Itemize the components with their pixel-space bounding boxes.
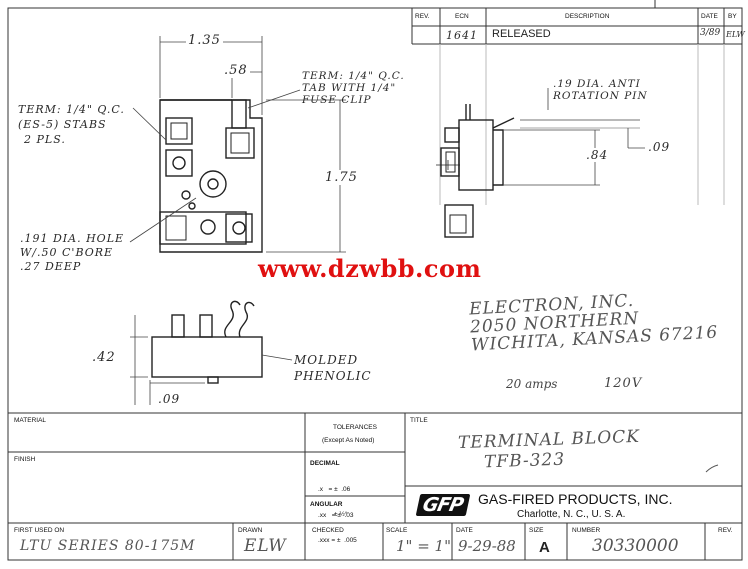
company-logo: GFP xyxy=(415,494,470,516)
top-view-outline xyxy=(159,99,263,253)
note-term-qc-tabs: TERM: 1/4" Q.C. (ES-5) STABS 2 PLS. xyxy=(18,103,125,146)
finish-label: FINISH xyxy=(14,456,36,463)
by-value: ELW xyxy=(726,30,745,39)
tolerances-label: TOLERANCES xyxy=(333,424,377,431)
dim-height: 1.75 xyxy=(323,170,360,185)
decimal-label: DECIMAL xyxy=(310,460,340,467)
rev-label-title: REV. xyxy=(718,527,733,534)
ecn-value: 1641 xyxy=(446,29,478,42)
dim-base-foot: .09 xyxy=(158,392,181,406)
front-view-dims xyxy=(130,315,293,405)
scale-value: 1" = 1" xyxy=(396,537,451,555)
note-pin: .19 DIA. ANTI ROTATION PIN xyxy=(553,78,648,102)
date-value-title: 9-29-88 xyxy=(458,537,516,555)
company-name: GAS-FIRED PRODUCTS, INC. xyxy=(478,491,673,507)
tolerances-sub: (Except As Noted) xyxy=(322,437,375,444)
rating-volts: 120V xyxy=(604,376,643,391)
rating-amps: 20 amps xyxy=(506,377,558,391)
dim-offset: .58 xyxy=(222,63,250,78)
size-label: SIZE xyxy=(529,527,544,534)
description-value: RELEASED xyxy=(492,28,551,40)
date-label: DATE xyxy=(456,527,473,534)
date-value: 3/89 xyxy=(700,28,721,38)
title-block-lines xyxy=(8,412,742,560)
drawn-value: ELW xyxy=(244,536,287,556)
note-term-fuse: TERM: 1/4" Q.C. TAB WITH 1/4" FUSE CLIP xyxy=(302,70,405,106)
watermark-text: www.dzwbb.com xyxy=(258,254,482,283)
decimal-tolerances: .x = ± .06 .xx = ± .03 .xxx = ± .005 xyxy=(318,486,357,544)
description-header: DESCRIPTION xyxy=(565,13,610,20)
dim-width: 1.35 xyxy=(186,33,223,48)
front-view-outline xyxy=(151,300,263,384)
title-label: TITLE xyxy=(410,417,428,424)
number-label: NUMBER xyxy=(572,527,601,534)
drawn-label: DRAWN xyxy=(238,527,263,534)
material-label: MATERIAL xyxy=(14,417,47,424)
angular-label: ANGULAR xyxy=(310,501,343,508)
note-hole: .191 DIA. HOLE W/.50 C'BORE .27 DEEP xyxy=(20,232,125,273)
dim-base-height: .42 xyxy=(92,350,116,365)
note-molded: MOLDED PHENOLIC xyxy=(294,353,372,383)
by-header: BY xyxy=(728,13,737,20)
revision-block-lines xyxy=(411,0,742,205)
rev-header: REV. xyxy=(415,13,430,20)
first-used-on-value: LTU SERIES 80-175M xyxy=(20,538,196,554)
company-city: Charlotte, N. C., U. S. A. xyxy=(517,509,626,520)
size-value: A xyxy=(539,539,550,556)
scale-label: SCALE xyxy=(386,527,408,534)
dim-pin-offset: .84 xyxy=(584,148,611,162)
dim-pin-dia: .09 xyxy=(648,140,671,154)
angular-value: ± ½° xyxy=(334,511,348,518)
sheet-border xyxy=(7,7,743,561)
number-value: 30330000 xyxy=(592,536,679,556)
first-used-on-label: FIRST USED ON xyxy=(14,527,65,534)
checked-label: CHECKED xyxy=(312,527,344,534)
side-view-outline xyxy=(436,104,515,238)
ecn-header: ECN xyxy=(455,13,469,20)
date-header: DATE xyxy=(701,13,718,20)
